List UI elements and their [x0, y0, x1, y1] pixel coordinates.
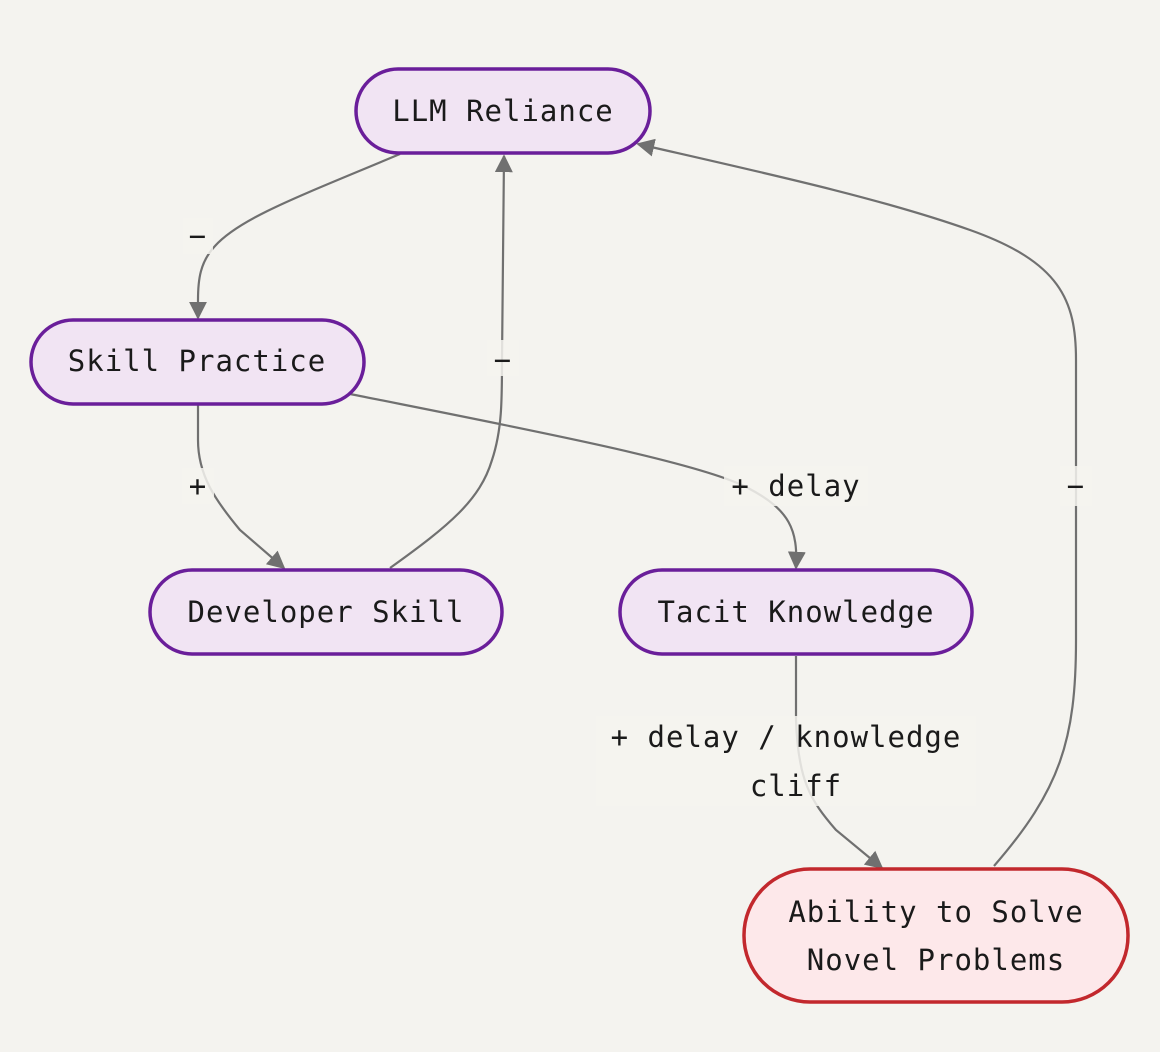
node-developer-skill: Developer Skill [148, 568, 504, 656]
edge-reliance-to-practice [189, 152, 401, 320]
node-tacit-knowledge: Tacit Knowledge [618, 568, 974, 656]
edge-label-practice-to-skill: + [189, 469, 207, 503]
node-skill-practice: Skill Practice [29, 318, 366, 406]
node-llm-reliance-label: LLM Reliance [392, 94, 614, 128]
node-developer-skill-label: Developer Skill [188, 595, 465, 629]
edge-label-skill-to-reliance: − [494, 343, 512, 377]
edge-skill-to-reliance [389, 154, 513, 569]
node-tacit-knowledge-label: Tacit Knowledge [658, 595, 935, 629]
node-skill-practice-label: Skill Practice [68, 344, 326, 378]
edge-novel-to-reliance [636, 138, 1078, 867]
edge-label-tacit-to-novel-line2: cliff [750, 769, 842, 803]
node-llm-reliance: LLM Reliance [354, 67, 652, 155]
edge-label-tacit-to-novel-line1: + delay / knowledge [611, 720, 962, 754]
edge-label-reliance-to-practice: − [189, 219, 207, 253]
edge-label-novel-to-reliance: − [1067, 469, 1085, 503]
edge-label-practice-to-tacit: + delay [731, 469, 860, 503]
node-novel-problems-label-line2: Novel Problems [807, 943, 1065, 977]
edge-practice-to-tacit [349, 392, 806, 570]
node-novel-problems: Ability to Solve Novel Problems [742, 867, 1130, 1004]
node-novel-problems-label-line1: Ability to Solve [788, 895, 1083, 929]
